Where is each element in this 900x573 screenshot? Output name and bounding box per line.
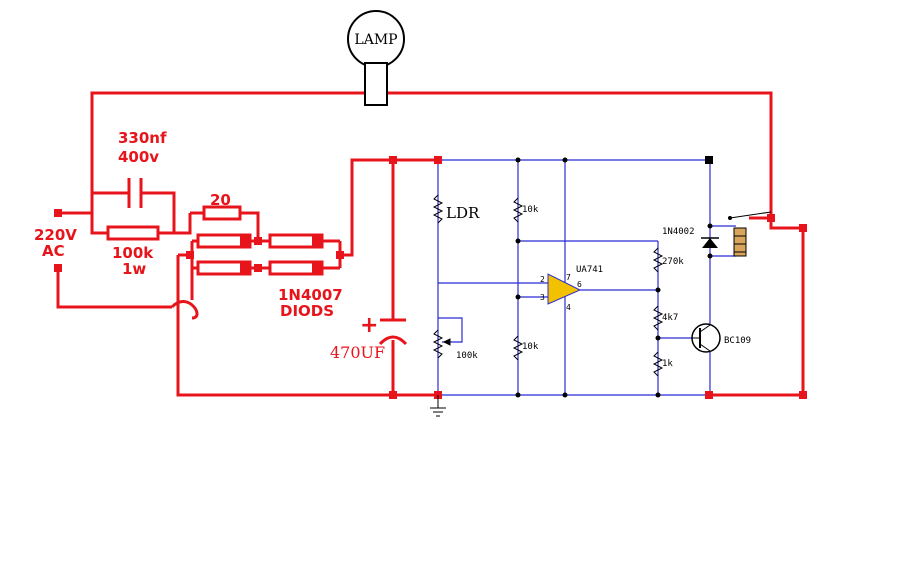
pin3-label: 3 bbox=[540, 293, 545, 302]
resistor-1k bbox=[652, 351, 664, 377]
resistor-100k-label: 100k bbox=[112, 244, 154, 262]
ac-terminal-top bbox=[54, 209, 62, 217]
lamp: LAMP bbox=[347, 10, 405, 106]
lamp-label: LAMP bbox=[354, 32, 397, 48]
r-1k-label: 1k bbox=[662, 359, 673, 369]
supply-voltage-label: 220V bbox=[34, 226, 77, 244]
ac-terminal-bottom bbox=[54, 264, 62, 272]
resistor-10k-bottom bbox=[512, 335, 524, 361]
cap-value-label: 330nf bbox=[118, 129, 167, 147]
pin7-label: 7 bbox=[566, 273, 571, 282]
transistor-label: BC109 bbox=[724, 336, 751, 346]
cap-voltage-label: 400v bbox=[118, 148, 159, 166]
r-270k-label: 270k bbox=[662, 257, 684, 267]
transistor bbox=[691, 323, 721, 353]
pin2-label: 2 bbox=[540, 275, 545, 284]
junction-dots bbox=[515, 157, 713, 398]
r-bottom-label: 10k bbox=[522, 342, 539, 352]
signal-wiring bbox=[437, 159, 736, 396]
relay-diode bbox=[701, 237, 719, 248]
opamp bbox=[547, 273, 582, 305]
resistor-20-label: 20 bbox=[210, 191, 231, 209]
resistor-270k bbox=[652, 247, 664, 273]
r-4k7-label: 4k7 bbox=[662, 313, 678, 323]
plus-sign: + bbox=[360, 313, 378, 338]
resistor-4k7 bbox=[652, 305, 664, 331]
diode-part-label: 1N4007 bbox=[278, 286, 343, 304]
r-top-label: 10k bbox=[522, 205, 539, 215]
resistor-20 bbox=[202, 205, 242, 221]
resistor-100k bbox=[106, 225, 160, 241]
pin4-label: 4 bbox=[566, 303, 571, 312]
resistor-power-label: 1w bbox=[122, 260, 146, 278]
pin6-label: 6 bbox=[577, 280, 582, 289]
relay-diode-label: 1N4002 bbox=[662, 227, 695, 237]
power-wiring bbox=[56, 91, 805, 397]
relay bbox=[728, 211, 772, 257]
supply-type-label: AC bbox=[42, 242, 65, 260]
pot-label: 100k bbox=[456, 351, 478, 361]
potentiometer bbox=[432, 329, 451, 359]
diode-word-label: DIODS bbox=[280, 302, 334, 320]
ldr bbox=[432, 194, 444, 224]
ground-symbol bbox=[430, 395, 446, 417]
opamp-label: UA741 bbox=[576, 265, 603, 275]
capacitor-330nf bbox=[118, 178, 150, 208]
bridge-diodes bbox=[186, 233, 344, 276]
ldr-label: LDR bbox=[446, 204, 480, 222]
filter-cap-label: 470UF bbox=[330, 343, 385, 362]
filter-capacitor bbox=[378, 318, 408, 346]
resistor-10k-top bbox=[512, 197, 524, 223]
